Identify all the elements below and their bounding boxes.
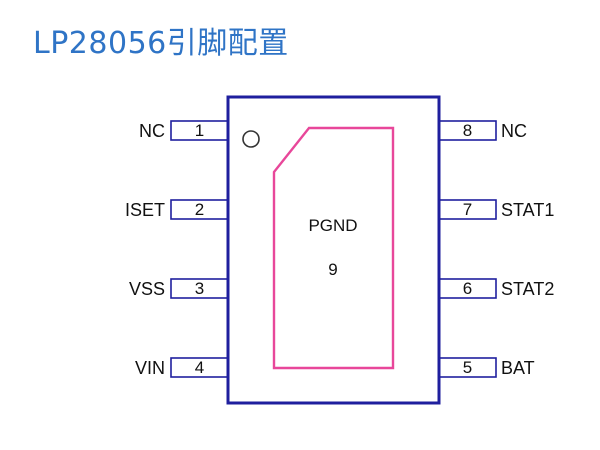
- pin-number: 8: [463, 121, 472, 140]
- pin-5: 5 BAT: [438, 357, 535, 378]
- pin-number: 7: [463, 200, 472, 219]
- pin-4: 4 VIN: [135, 357, 229, 378]
- pin-number: 6: [463, 279, 472, 298]
- exposed-pad-outline: [272, 126, 395, 370]
- pin-number: 5: [463, 358, 472, 377]
- pad-name: PGND: [308, 216, 357, 235]
- pin-lead: [438, 278, 497, 299]
- pin-7: 7 STAT1: [438, 199, 554, 220]
- pad-number: 9: [328, 260, 337, 279]
- pin-2: 2 ISET: [125, 199, 229, 220]
- pin-label: VSS: [129, 279, 165, 299]
- pin-number: 3: [195, 279, 204, 298]
- pin-label: STAT2: [501, 279, 554, 299]
- pin-lead: [170, 278, 229, 299]
- pin-3: 3 VSS: [129, 278, 229, 299]
- pin-label: NC: [501, 121, 527, 141]
- pin-label: BAT: [501, 358, 535, 378]
- pin-lead: [170, 120, 229, 141]
- pin-8: 8 NC: [438, 120, 527, 141]
- pin-lead: [438, 120, 497, 141]
- pin-lead: [438, 199, 497, 220]
- pin-lead: [438, 357, 497, 378]
- pin-number: 2: [195, 200, 204, 219]
- pin1-marker-icon: [242, 130, 260, 148]
- ic-body: [226, 95, 441, 405]
- pin-label: VIN: [135, 358, 165, 378]
- pin-label: ISET: [125, 200, 165, 220]
- page-title: LP28056引脚配置: [33, 26, 289, 61]
- pin-lead: [170, 199, 229, 220]
- pin-1: 1 NC: [139, 120, 229, 141]
- pin-label: NC: [139, 121, 165, 141]
- pin-lead: [170, 357, 229, 378]
- pin-number: 4: [195, 358, 204, 377]
- pin-label: STAT1: [501, 200, 554, 220]
- pin-6: 6 STAT2: [438, 278, 554, 299]
- left-pins: 1 NC 2 ISET 3 VSS 4 VIN: [125, 120, 229, 378]
- right-pins: 8 NC 7 STAT1 6 STAT2 5 BAT: [438, 120, 554, 378]
- pin-number: 1: [195, 121, 204, 140]
